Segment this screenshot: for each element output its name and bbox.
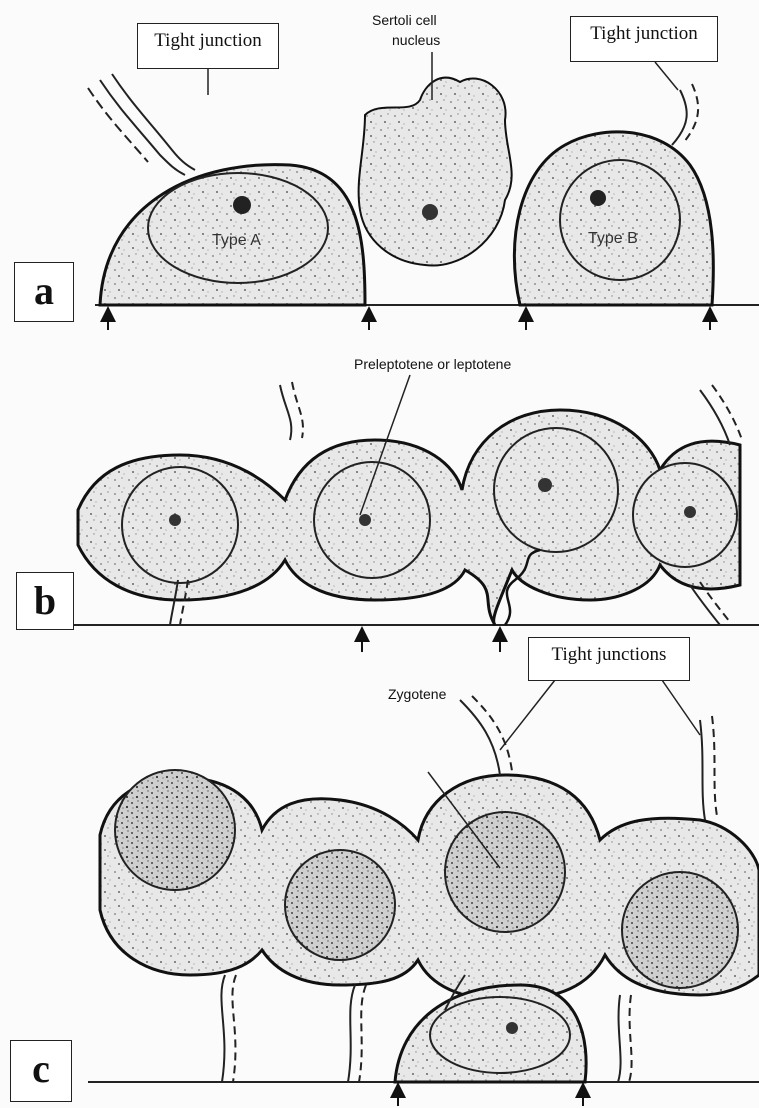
panel-label-c: c <box>10 1040 72 1102</box>
tight-junctions-label: Tight junctions <box>528 637 690 681</box>
leader-line-tight-junctions-2 <box>662 680 700 735</box>
panel-c-drawing <box>88 680 759 1106</box>
junction-arrows-a <box>108 314 710 330</box>
zygotene-nucleus-2 <box>285 850 395 960</box>
zygotene-nucleus-3 <box>445 812 565 932</box>
type-a-nucleus <box>148 173 328 283</box>
tight-junction-label-left: Tight junction <box>137 23 279 69</box>
sertoli-nucleus-label-line1: Sertoli cell <box>372 12 437 28</box>
panel-label-a: a <box>14 262 74 322</box>
type-b-nucleus <box>560 160 680 280</box>
type-b-label: Type B <box>588 230 638 248</box>
junction-arrows-c <box>398 1090 583 1106</box>
panel-b-drawing <box>70 375 759 652</box>
zygotene-nucleus-4 <box>622 872 738 988</box>
junction-arrows-b <box>362 634 500 652</box>
spermatogonium-nucleus-c <box>430 997 570 1073</box>
sertoli-nucleus <box>359 78 512 266</box>
zygotene-label: Zygotene <box>388 686 446 702</box>
preleptotene-label: Preleptotene or leptotene <box>354 356 511 372</box>
type-a-label: Type A <box>212 232 261 250</box>
preleptotene-nucleus-1 <box>122 467 238 583</box>
sertoli-nucleus-label-line2: nucleus <box>392 32 440 48</box>
panel-label-b: b <box>16 572 74 630</box>
tight-junction-strands-left <box>88 74 195 175</box>
leader-line-tight-junctions-1 <box>500 680 555 750</box>
zygotene-nucleus-1 <box>115 770 235 890</box>
leader-line-tight-junction-right <box>655 62 678 90</box>
type-b-chromatin <box>590 190 606 206</box>
panel-a-drawing <box>88 52 759 330</box>
tight-junction-strands-right <box>672 84 698 145</box>
type-a-chromatin <box>233 196 251 214</box>
preleptotene-nucleus-3 <box>494 428 618 552</box>
sertoli-nucleolus <box>422 204 438 220</box>
tight-junction-label-right: Tight junction <box>570 16 718 62</box>
